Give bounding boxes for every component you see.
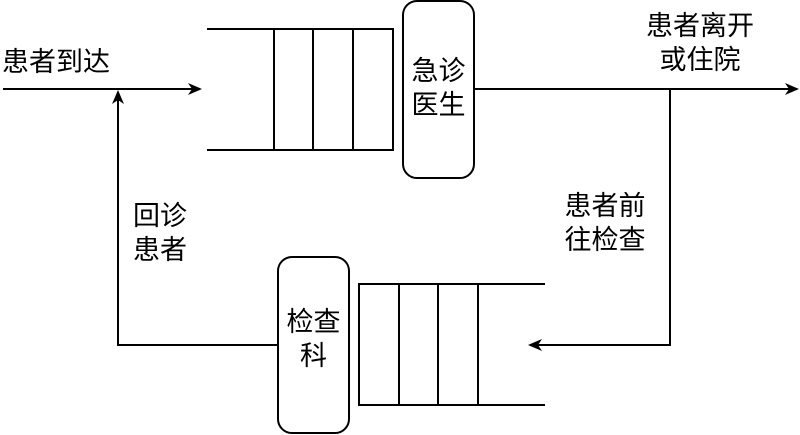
to-exam-arrow: [528, 89, 671, 351]
er-doctor-label-line2: 医生: [411, 90, 466, 121]
departure-label-line2: 或住院: [659, 45, 741, 76]
er-queue: [207, 28, 394, 151]
return-label-line2: 患者: [133, 235, 187, 266]
exam-dept-label-line2: 科: [300, 341, 327, 372]
arrival-label: 患者到达: [2, 47, 110, 78]
er-doctor-label: 急诊 医生: [403, 55, 474, 123]
return-label-line1: 回诊: [133, 201, 187, 232]
to-exam-label-line2: 往检查: [564, 225, 646, 256]
to-exam-label: 患者前 往检查: [555, 190, 655, 258]
return-label: 回诊 患者: [128, 200, 192, 268]
exam-dept-label-line1: 检查: [286, 307, 341, 338]
return-arrow: [112, 90, 278, 346]
departure-label-line1: 患者离开: [646, 11, 754, 42]
to-exam-label-line1: 患者前: [564, 191, 646, 222]
departure-label: 患者离开 或住院: [630, 10, 770, 78]
exam-queue: [358, 283, 545, 406]
exam-dept-label: 检查 科: [278, 306, 349, 374]
er-doctor-label-line1: 急诊: [411, 56, 466, 87]
